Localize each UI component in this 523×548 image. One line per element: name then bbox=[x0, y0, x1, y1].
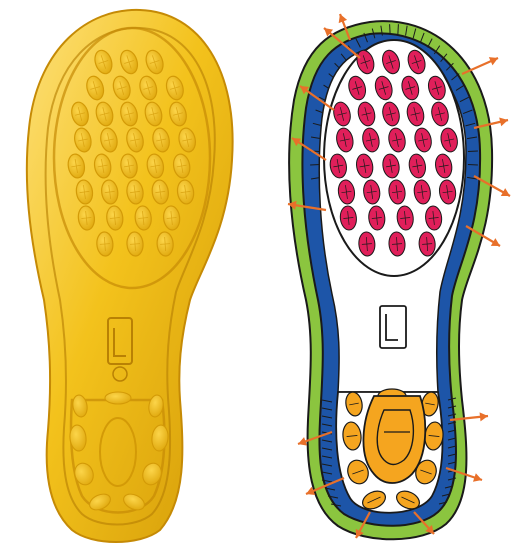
sole-diagram-panel bbox=[262, 0, 523, 548]
flow-arrow-head bbox=[499, 117, 508, 126]
rim-groove-tick bbox=[468, 164, 478, 165]
heel-tread-pad bbox=[105, 392, 131, 404]
rim-groove-tick bbox=[398, 24, 399, 34]
rim-groove-tick bbox=[468, 151, 478, 152]
arch-shank bbox=[380, 306, 406, 348]
rim-groove-tick bbox=[390, 24, 391, 34]
yellow-sole-photo bbox=[0, 0, 262, 548]
sole-grip-diagram bbox=[262, 0, 523, 548]
flow-arrow-head bbox=[480, 412, 488, 421]
sole-photo-panel bbox=[0, 0, 262, 548]
